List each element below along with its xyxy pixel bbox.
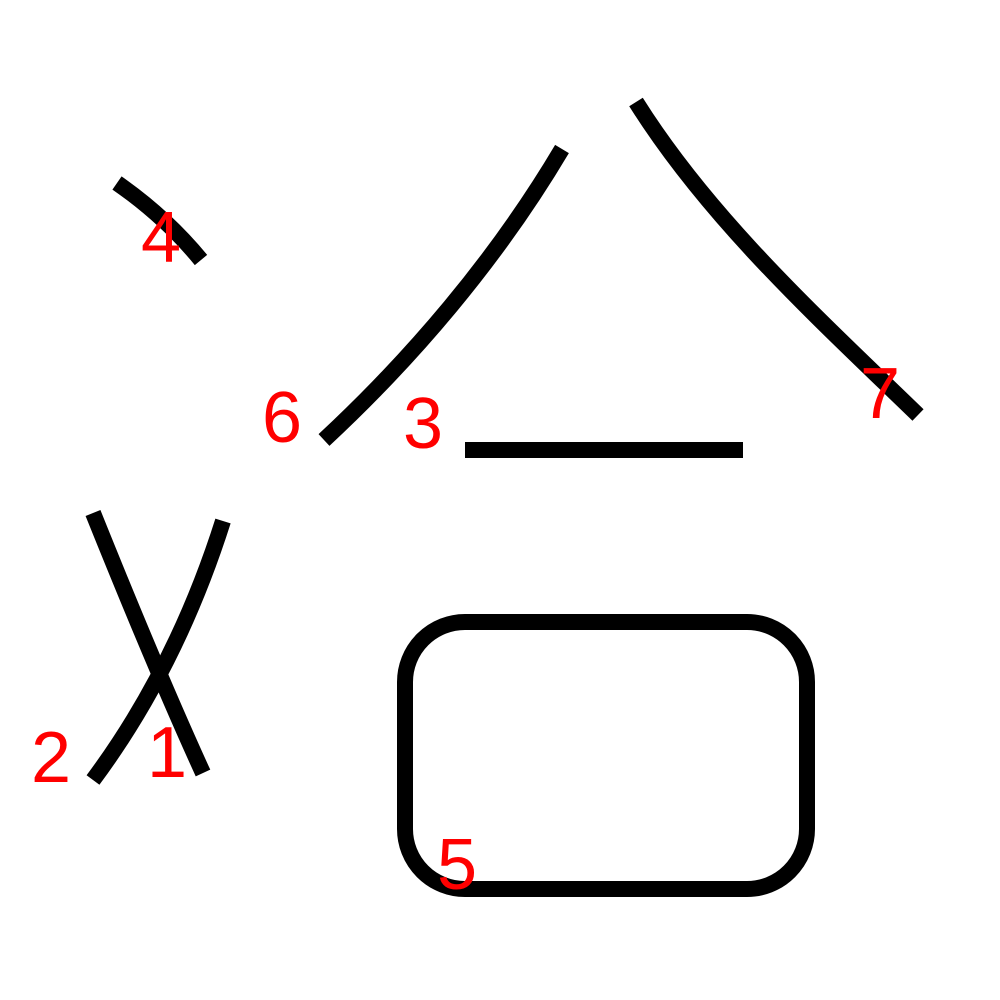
stroke-6 bbox=[318, 144, 569, 446]
stroke-number-7: 7 bbox=[860, 354, 900, 434]
stroke-number-6: 6 bbox=[262, 378, 302, 458]
stroke-7 bbox=[629, 97, 924, 421]
stroke-number-3: 3 bbox=[403, 384, 443, 464]
stroke-1 bbox=[85, 510, 211, 777]
stroke-2 bbox=[86, 518, 231, 785]
stroke-number-1: 1 bbox=[147, 713, 187, 793]
stroke-number-2: 2 bbox=[31, 718, 71, 798]
stroke-number-4: 4 bbox=[141, 198, 181, 278]
stroke-4 bbox=[112, 176, 208, 266]
stroke-number-5: 5 bbox=[437, 825, 477, 905]
stroke-5 bbox=[397, 614, 815, 897]
